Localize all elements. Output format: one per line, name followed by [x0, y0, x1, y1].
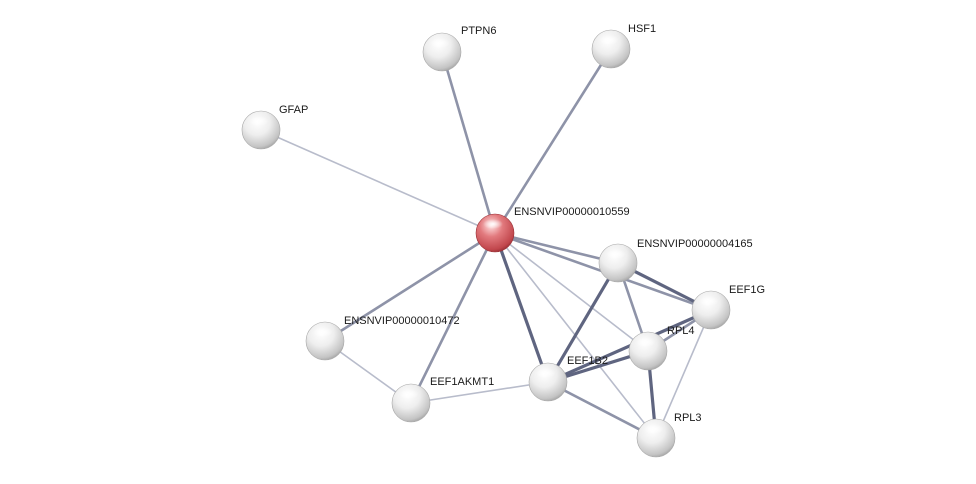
node-rpl4[interactable]: RPL4	[628, 325, 695, 371]
node-label: RPL4	[667, 325, 695, 337]
edge-ensnvip00000010559-rpl4[interactable]	[494, 232, 649, 352]
edge-eef1b2-eef1akmt1[interactable]	[410, 381, 549, 404]
node-label: EEF1B2	[567, 355, 608, 367]
node-label: ENSNVIP00000004165	[637, 238, 753, 250]
edge-ensnvip00000010559-eef1akmt1[interactable]	[409, 231, 497, 405]
node-eef1g[interactable]: EEF1G	[691, 284, 765, 330]
edge-ensnvip00000010559-gfap[interactable]	[260, 129, 496, 234]
node-highlight	[249, 116, 269, 126]
node-gfap[interactable]: GFAP	[241, 104, 308, 150]
edge-ensnvip00000010559-eef1b2[interactable]	[493, 231, 550, 384]
node-highlight	[644, 424, 664, 434]
node-label: HSF1	[628, 23, 656, 35]
node-eef1b2[interactable]: EEF1B2	[528, 355, 608, 402]
node-highlight	[313, 327, 333, 337]
node-rpl3[interactable]: RPL3	[636, 412, 702, 458]
node-ensnvip00000010472[interactable]: ENSNVIP00000010472	[305, 315, 460, 361]
edge-ensnvip00000010559-ensnvip00000004165[interactable]	[493, 231, 620, 265]
node-label: PTPN6	[461, 25, 496, 37]
edge-ensnvip00000010559-ensnvip00000010472[interactable]	[323, 231, 497, 343]
node-ptpn6[interactable]: PTPN6	[422, 25, 496, 72]
node-highlight	[399, 389, 419, 399]
node-highlight	[699, 296, 719, 306]
node-label: EEF1G	[729, 284, 765, 296]
node-highlight	[636, 337, 656, 347]
node-ensnvip00000010559[interactable]: ENSNVIP00000010559	[475, 206, 630, 253]
node-highlight	[606, 249, 626, 259]
node-highlight	[483, 219, 503, 229]
node-highlight	[430, 38, 450, 48]
edge-eef1b2-rpl3[interactable]	[546, 380, 658, 440]
node-highlight	[536, 368, 556, 378]
node-label: GFAP	[279, 104, 308, 116]
edge-eef1g-rpl3[interactable]	[655, 309, 712, 439]
node-label: EEF1AKMT1	[430, 376, 494, 388]
node-label: ENSNVIP00000010559	[514, 206, 630, 218]
node-highlight	[599, 35, 619, 45]
node-hsf1[interactable]: HSF1	[591, 23, 656, 69]
node-ensnvip00000004165[interactable]: ENSNVIP00000004165	[598, 238, 753, 283]
edge-ensnvip00000010559-ptpn6[interactable]	[440, 50, 497, 235]
node-label: ENSNVIP00000010472	[344, 315, 460, 327]
edge-ensnvip00000010559-hsf1[interactable]	[493, 47, 613, 235]
edge-ensnvip00000004165-eef1b2[interactable]	[546, 261, 620, 384]
node-eef1akmt1[interactable]: EEF1AKMT1	[391, 376, 494, 423]
node-label: RPL3	[674, 412, 702, 424]
